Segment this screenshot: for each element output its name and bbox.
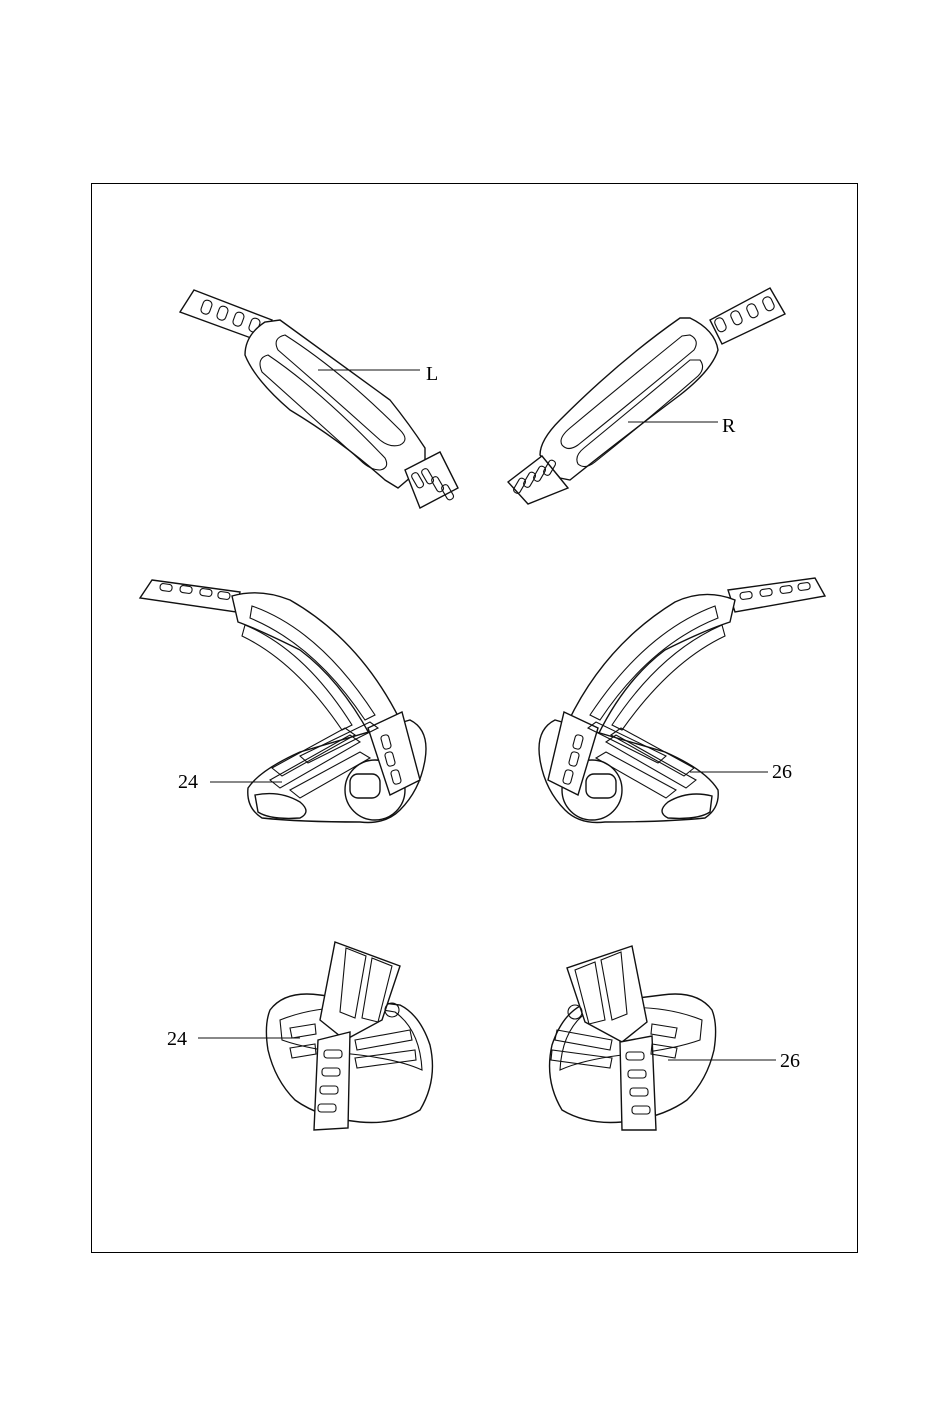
strap-right [508, 288, 785, 504]
pedal-side-right [539, 578, 825, 823]
pedal-top-right [550, 946, 776, 1130]
label-24-top: 24 [167, 1028, 187, 1050]
label-24-side: 24 [178, 771, 198, 793]
strap-left [180, 290, 458, 508]
label-R: R [722, 415, 736, 437]
pedal-top-left [198, 942, 432, 1130]
label-L: L [426, 363, 438, 385]
label-26-side: 26 [772, 761, 792, 783]
label-26-top: 26 [780, 1050, 800, 1072]
